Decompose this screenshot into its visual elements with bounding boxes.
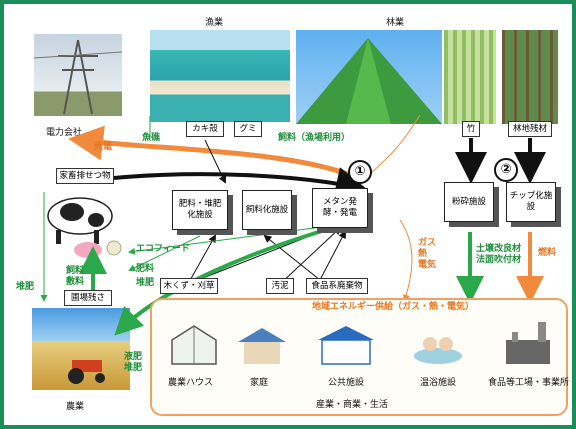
fertilizer-label: 肥料 xyxy=(136,264,155,274)
forestry-header: 林業 xyxy=(386,18,405,28)
oyster-shell-box: カキ殻 xyxy=(186,121,224,137)
soil-material-label: 土壌改良材 法面吹付材 xyxy=(476,244,522,265)
bamboo-box: 竹 xyxy=(462,121,480,137)
compost-label-2: 堆肥 xyxy=(136,278,155,288)
cow-icon xyxy=(47,197,122,258)
fuel-label: 燃料 xyxy=(538,248,557,258)
power-tower-icon xyxy=(34,39,122,115)
supply-item-bath: 温浴施設 xyxy=(420,378,457,388)
energy-supply-title: 地域エネルギー供給（ガス・熱・電気） xyxy=(312,302,475,312)
number-one: ① xyxy=(348,160,372,184)
liquid-fertilizer-label: 液肥 堆肥 xyxy=(124,352,143,373)
gumi-box: グミ xyxy=(234,121,262,137)
sea-photo xyxy=(150,30,290,122)
compost-label-1: 堆肥 xyxy=(16,282,35,292)
power-tower-photo xyxy=(34,34,122,116)
bamboo-photo xyxy=(444,30,496,124)
gas-heat-elec-label: ガス 熱 電気 xyxy=(418,238,437,270)
sludge-box: 汚泥 xyxy=(266,278,294,294)
forest-residue-box: 林地残材 xyxy=(508,121,552,137)
manure-box: 家畜排せつ物 xyxy=(56,168,114,184)
feed-fishery-label: 飼料（漁場利用） xyxy=(278,133,351,143)
farm-photo xyxy=(32,308,130,390)
forest-photo xyxy=(502,30,558,124)
crushing-box: 粉砕施設 xyxy=(444,182,494,222)
fishery-header: 漁業 xyxy=(205,18,224,28)
eco-feed-label: エコフィード xyxy=(136,244,190,254)
hot-spring-icon xyxy=(412,322,464,366)
supply-footer: 産業・商業・生活 xyxy=(316,400,389,410)
farming-label: 農業 xyxy=(66,402,85,412)
feed-bedding-label: 飼料 敷料 xyxy=(66,266,85,287)
house-icon xyxy=(236,322,288,366)
number-two: ② xyxy=(494,158,518,182)
methane-box: メタン発酵・発電 xyxy=(312,188,368,228)
power-company-label: 電力会社 xyxy=(46,128,83,138)
fertilizer-facility-box: 肥料・堆肥化施設 xyxy=(172,190,228,230)
mountain-icon xyxy=(296,38,442,124)
farm-residue-box: 圃場残さ xyxy=(64,290,112,306)
public-facility-icon xyxy=(316,322,376,366)
feed-facility-box: 飼料化施設 xyxy=(242,190,292,230)
supply-item-public: 公共施設 xyxy=(328,378,365,388)
mountain-photo xyxy=(296,30,442,124)
factory-icon xyxy=(502,318,554,366)
tractor-icon xyxy=(68,360,105,384)
supply-item-greenhouse: 農業ハウス xyxy=(168,378,214,388)
greenhouse-icon xyxy=(168,322,220,366)
food-waste-box: 食品系廃棄物 xyxy=(306,278,368,294)
power-sale-label: 売電 xyxy=(94,142,113,152)
chip-box: チップ化施設 xyxy=(506,182,556,222)
wood-grass-box: 木くず・刈草 xyxy=(160,278,218,294)
supply-item-home: 家庭 xyxy=(250,378,269,388)
fish-reef-label: 魚礁 xyxy=(142,133,161,143)
supply-item-factory: 食品等工場・事業所 xyxy=(488,378,570,388)
